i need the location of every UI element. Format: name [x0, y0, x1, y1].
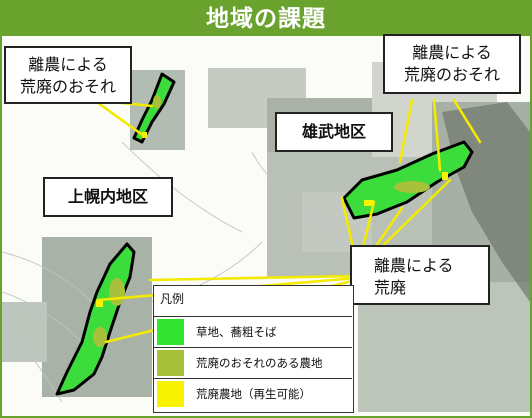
district-label-yubu: 雄武地区: [275, 112, 393, 152]
legend-swatch-abandoned: [157, 381, 184, 407]
callout-bottom-right-line1: 離農による: [374, 256, 454, 275]
callout-top-left-line2: 荒廃のおそれ: [19, 77, 116, 96]
callout-top-right: 離農による 荒廃のおそれ: [383, 34, 521, 94]
legend-title: 凡例: [160, 292, 185, 306]
page-title: 地域の課題: [2, 2, 530, 36]
map-canvas: [2, 62, 530, 412]
legend-swatch-at-risk: [157, 350, 184, 376]
map-legend: 凡例 草地、蕎粗そば 荒廃のおそれのある農地 荒廃農地（再生可能）: [153, 285, 354, 413]
legend-item-abandoned: 荒廃農地（再生可能）: [154, 378, 352, 410]
callout-top-left-line1: 離農による: [28, 55, 108, 74]
callout-top-right-line2: 荒廃のおそれ: [403, 65, 500, 84]
legend-item-at-risk: 荒廃のおそれのある農地: [154, 347, 352, 379]
legend-swatch-grassland: [157, 319, 184, 345]
legend-label-grassland: 草地、蕎粗そば: [196, 325, 277, 339]
legend-label-at-risk: 荒廃のおそれのある農地: [196, 356, 323, 370]
legend-item-grassland: 草地、蕎粗そば: [154, 316, 352, 348]
callout-bottom-right: 離農による 荒廃: [350, 245, 490, 305]
district-label-kamihoronai: 上幌内地区: [43, 177, 173, 217]
callout-top-right-line1: 離農による: [412, 43, 492, 62]
legend-label-abandoned: 荒廃農地（再生可能）: [196, 387, 311, 401]
callout-top-left: 離農による 荒廃のおそれ: [4, 46, 132, 104]
callout-bottom-right-line2: 荒廃: [374, 278, 407, 297]
